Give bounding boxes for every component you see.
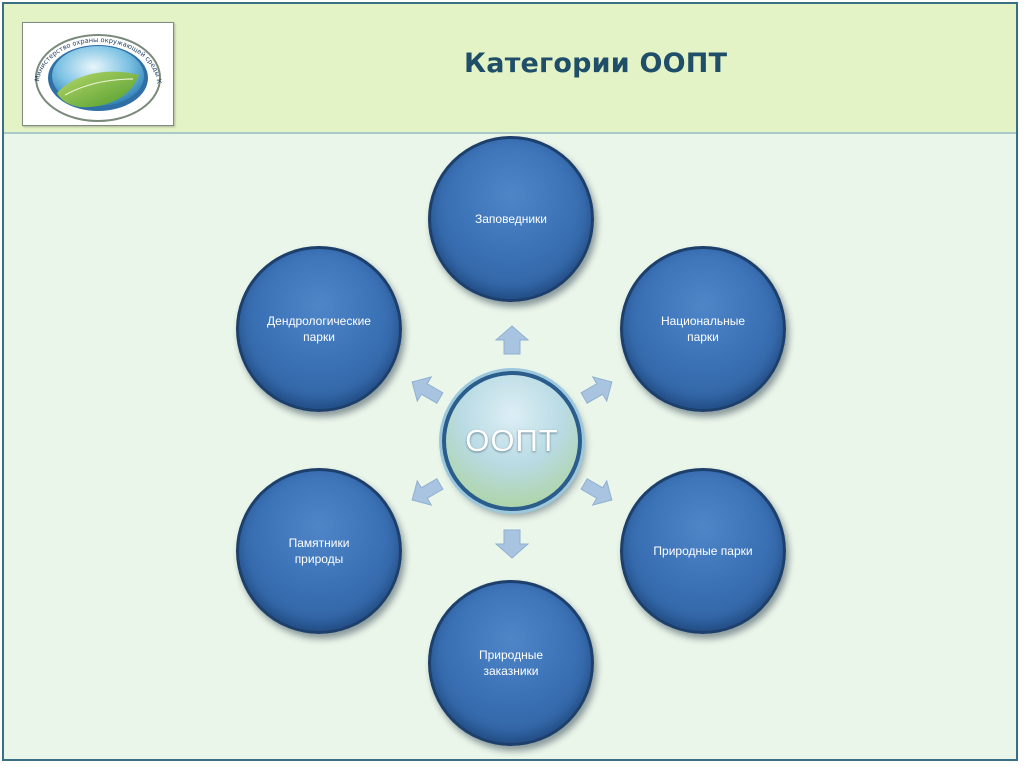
node-dendrological-parks: Дендрологические парки xyxy=(236,246,402,412)
arrow-up-icon xyxy=(494,325,530,355)
hub-oopt: ООПТ xyxy=(442,371,582,511)
node-zapovedniki: Заповедники xyxy=(428,136,594,302)
ministry-logo: Министерство охраны окружающей среды Кир… xyxy=(22,22,174,126)
ministry-logo-graphic: Министерство охраны окружающей среды Кир… xyxy=(23,23,163,122)
node-national-parks: Национальные парки xyxy=(620,246,786,412)
node-nature-monuments: Памятники природы xyxy=(236,468,402,634)
arrow-upper-right-icon xyxy=(580,376,613,404)
node-label: Национальные парки xyxy=(660,314,746,344)
node-label: Природные парки xyxy=(653,544,753,558)
node-natural-parks: Природные парки xyxy=(620,468,786,634)
header-band: Министерство охраны окружающей среды Кир… xyxy=(4,4,1016,134)
arrow-down-icon xyxy=(494,529,530,559)
node-zakazniki: Природные заказники xyxy=(428,580,594,746)
arrow-upper-left-icon xyxy=(411,376,444,404)
node-label: Природные заказники xyxy=(478,648,543,678)
arrow-lower-right-icon xyxy=(580,478,613,506)
node-label: Памятники природы xyxy=(288,536,350,566)
hub-label: ООПТ xyxy=(465,423,559,458)
arrow-lower-left-icon xyxy=(411,478,444,506)
node-label: Заповедники xyxy=(474,212,548,226)
page-title: Категории ООПТ xyxy=(464,48,728,79)
node-label: Дендрологические парки xyxy=(267,314,371,344)
